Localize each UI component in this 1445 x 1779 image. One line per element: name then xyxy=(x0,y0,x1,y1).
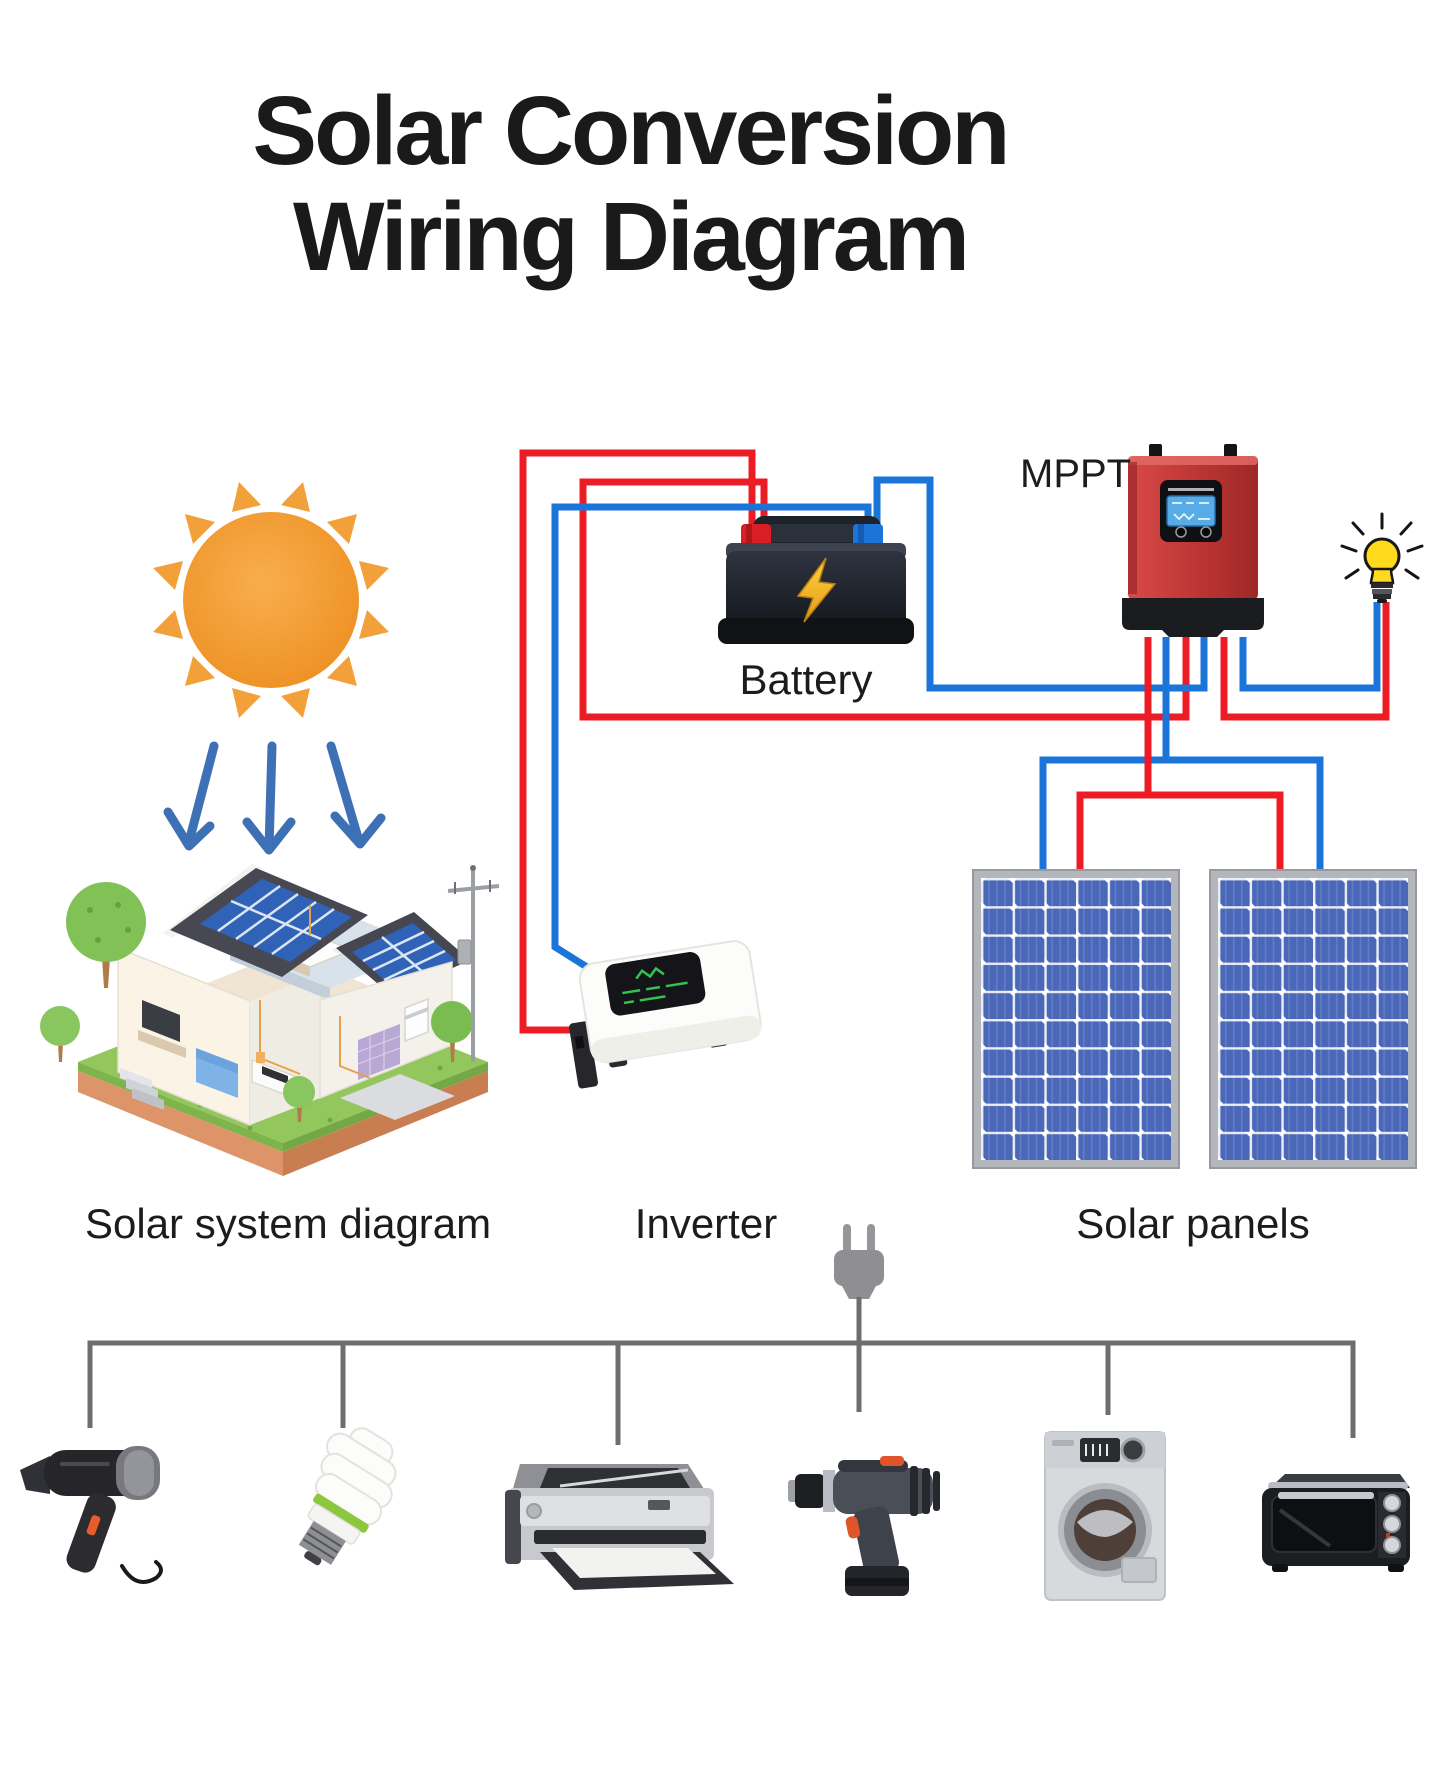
tree-small-left xyxy=(40,1006,80,1062)
label-solar-system-diagram: Solar system diagram xyxy=(85,1200,492,1247)
bush-front xyxy=(283,1076,315,1122)
solar-panel-left xyxy=(972,869,1180,1169)
light-bulb-icon xyxy=(1340,512,1424,603)
tree-large xyxy=(66,882,146,988)
title-line-1: Solar Conversion xyxy=(252,76,1010,185)
roof-solar-panel-2 xyxy=(352,923,456,989)
wires-red xyxy=(519,449,1390,1034)
roof-solar-panel xyxy=(200,879,352,962)
distribution-bus xyxy=(87,1297,1356,1445)
mppt-display xyxy=(1160,480,1222,542)
washing-machine-icon xyxy=(1044,1431,1166,1601)
label-inverter: Inverter xyxy=(634,1200,778,1247)
sun-icon xyxy=(153,482,389,718)
mppt-charge-controller xyxy=(1122,444,1264,637)
power-drill-icon xyxy=(788,1456,940,1596)
hair-dryer-icon xyxy=(20,1446,163,1584)
battery-icon xyxy=(718,516,914,644)
solar-panel-right xyxy=(1209,869,1417,1169)
printer-icon xyxy=(505,1464,734,1590)
label-battery: Battery xyxy=(739,656,873,703)
label-mppt: MPPT xyxy=(1020,452,1132,496)
inverter-unit xyxy=(569,940,762,1089)
tree-small-right xyxy=(431,1001,473,1062)
inverter-display xyxy=(605,952,706,1016)
utility-pole xyxy=(447,865,500,1062)
wires-red-panel-loop xyxy=(1076,637,1284,873)
page-title: Solar Conversion Wiring Diagram xyxy=(60,78,1200,290)
sunlight-arrows xyxy=(163,741,386,855)
lightning-bolt-icon xyxy=(796,557,837,623)
solar-house-illustration xyxy=(40,864,500,1176)
power-plug-icon xyxy=(834,1224,884,1299)
title-line-2: Wiring Diagram xyxy=(293,182,970,291)
cfl-bulb-icon xyxy=(298,1427,397,1566)
label-solar-panels: Solar panels xyxy=(1076,1200,1310,1247)
toaster-oven-icon xyxy=(1262,1474,1410,1572)
